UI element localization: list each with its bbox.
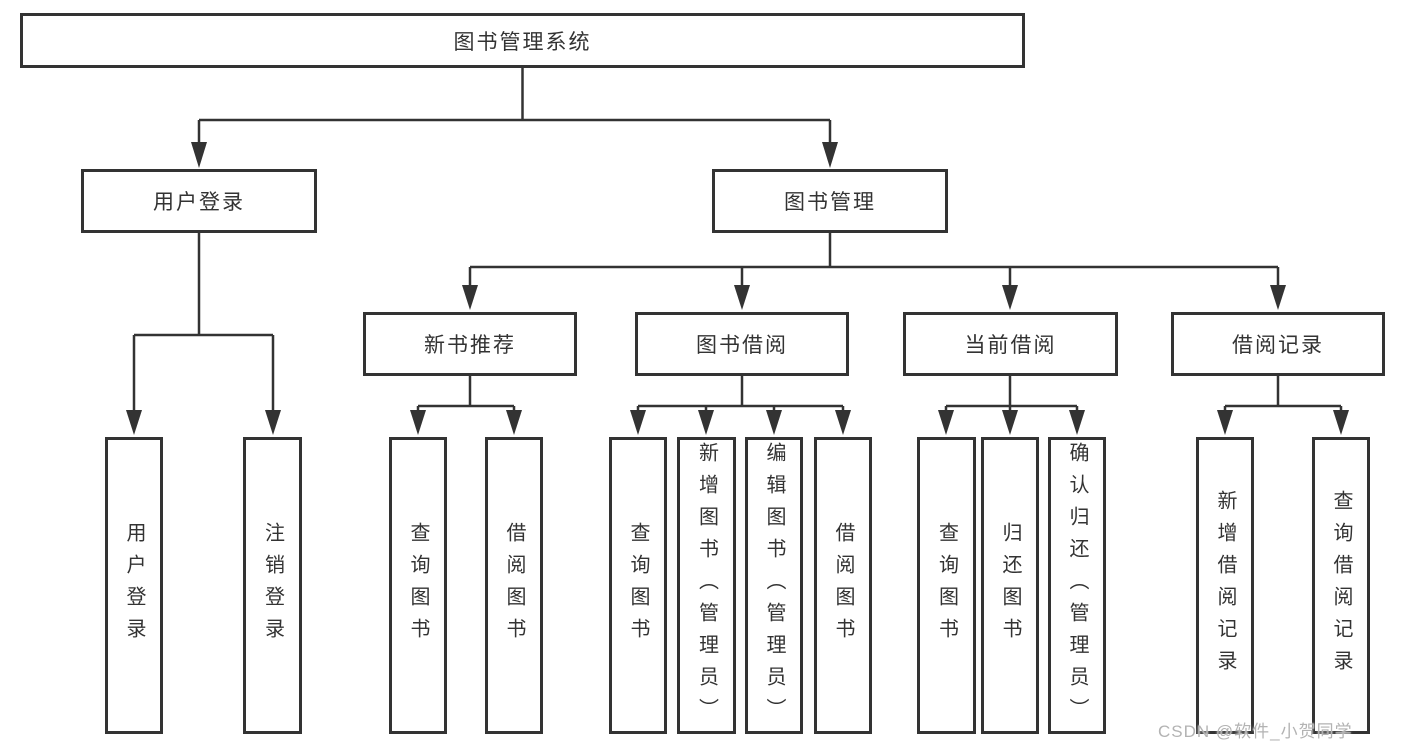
leaf-add-book-admin: 新增图书（管理员）: [677, 437, 736, 734]
leaf-label: 借阅图书: [832, 521, 854, 650]
leaf-label: 查询图书: [407, 521, 429, 650]
leaf-query-book-recommend: 查询图书: [389, 437, 447, 734]
node-new-book-recommend: 新书推荐: [363, 312, 577, 376]
node-book-borrow: 图书借阅: [635, 312, 849, 376]
csdn-watermark: CSDN @软件_小贺同学: [1158, 722, 1353, 741]
node-book-management: 图书管理: [712, 169, 948, 233]
leaf-query-book-borrow: 查询图书: [609, 437, 667, 734]
leaf-label: 编辑图书（管理员）: [763, 441, 785, 730]
leaf-label: 新增图书（管理员）: [695, 441, 718, 730]
node-label: 借阅记录: [1232, 334, 1324, 357]
node-label: 用户登录: [153, 191, 245, 214]
leaf-confirm-return-admin: 确认归还（管理员）: [1048, 437, 1106, 734]
leaf-label: 确认归还（管理员）: [1066, 441, 1088, 730]
node-label: 图书借阅: [696, 334, 788, 357]
leaf-label: 查询图书: [935, 521, 958, 650]
leaf-label: 查询借阅记录: [1330, 489, 1352, 682]
node-root-system: 图书管理系统: [20, 13, 1025, 68]
leaf-user-login: 用户登录: [105, 437, 163, 734]
leaf-label: 用户登录: [123, 521, 145, 650]
node-label: 图书管理系统: [453, 30, 592, 54]
leaf-edit-book-admin: 编辑图书（管理员）: [745, 437, 803, 734]
leaf-borrow-book-recommend: 借阅图书: [485, 437, 543, 734]
node-label: 新书推荐: [424, 334, 516, 357]
node-user-login: 用户登录: [81, 169, 317, 233]
node-label: 图书管理: [784, 191, 876, 214]
leaf-label: 注销登录: [261, 521, 284, 650]
leaf-label: 新增借阅记录: [1214, 489, 1236, 682]
leaf-query-book-current: 查询图书: [917, 437, 976, 734]
node-current-borrow: 当前借阅: [903, 312, 1118, 376]
leaf-label: 归还图书: [999, 521, 1021, 650]
leaf-return-book: 归还图书: [981, 437, 1039, 734]
leaf-add-borrow-record: 新增借阅记录: [1196, 437, 1254, 734]
leaf-logout: 注销登录: [243, 437, 302, 734]
node-borrow-record: 借阅记录: [1171, 312, 1385, 376]
leaf-label: 查询图书: [627, 521, 649, 650]
leaf-label: 借阅图书: [503, 521, 525, 650]
leaf-query-borrow-record: 查询借阅记录: [1312, 437, 1370, 734]
arrowhead-icons: [126, 142, 1349, 435]
node-label: 当前借阅: [964, 334, 1057, 357]
leaf-borrow-book: 借阅图书: [814, 437, 872, 734]
